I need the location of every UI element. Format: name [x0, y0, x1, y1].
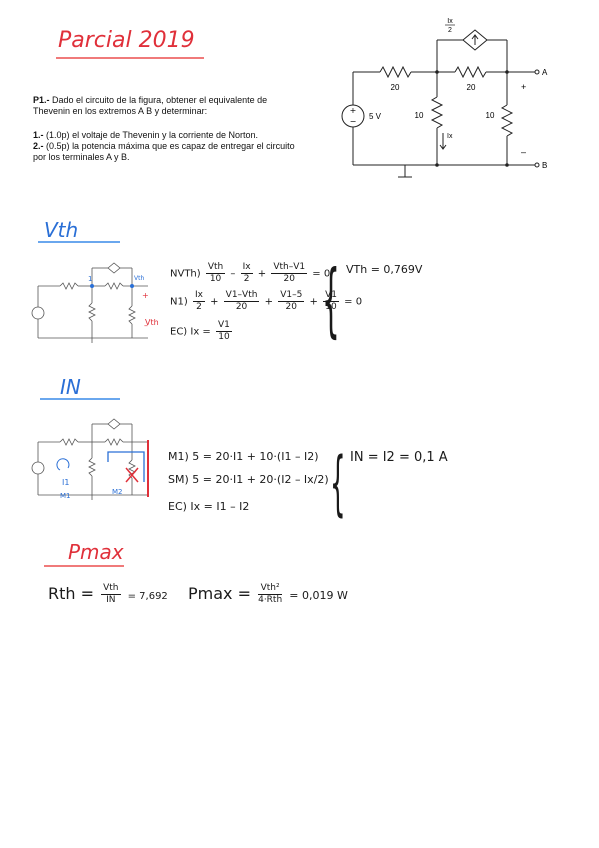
r-left-label: 20 [391, 83, 400, 92]
vth-title: Vth [44, 218, 79, 242]
in-i1-label: I1 [62, 478, 69, 487]
vth-underline [38, 241, 120, 243]
in-title: IN [60, 375, 81, 399]
dep-source-num: Ix [447, 18, 453, 25]
problem-item-2: 2.- (0.5p) la potencia máxima que es cap… [33, 141, 298, 163]
page-title: Parcial 2019 [58, 28, 195, 53]
in-eq-m1: M1) 5 = 20·I1 + 10·(I1 – I2) [168, 450, 319, 463]
pmax-value: = 0,019 W [289, 589, 348, 602]
in-mesh1-label: M1 [60, 492, 71, 500]
item2-label: 2.- [33, 141, 44, 151]
terminal-a: A [542, 68, 548, 77]
item2-text: la potencia máxima que es capaz de entre… [33, 141, 295, 162]
dep-source-den: 2 [448, 27, 452, 34]
svg-text:1: 1 [88, 275, 92, 283]
vth-eq1-label: NVTh) [170, 268, 201, 280]
minus-sign: – [521, 147, 526, 157]
in-brace: { [330, 442, 346, 524]
svg-text:+: + [142, 291, 149, 300]
problem-item-1: 1.- (1.0p) el voltaje de Thevenin y la c… [33, 130, 303, 141]
item1-label: 1.- [33, 130, 44, 140]
rth-label: Rth = [48, 584, 95, 603]
vth-brace: { [322, 253, 340, 346]
svg-text:–: – [144, 321, 148, 330]
vth-result: VTh = 0,769V [346, 263, 423, 276]
source-minus: − [350, 117, 357, 126]
in-circuit-sketch: I1 M1 M2 [31, 418, 149, 500]
rth-num: Vth [101, 583, 121, 595]
in-eq-ec: EC) Ix = I1 – I2 [168, 500, 250, 513]
in-result: IN = I2 = 0,1 A [350, 450, 448, 465]
vth-circuit-sketch: 1 Vth + – [31, 262, 149, 343]
in-underline [40, 398, 120, 400]
rth-den: IN [106, 595, 116, 605]
pmax-title: Pmax [68, 540, 124, 564]
plus-sign: + [521, 82, 526, 92]
terminal-b: B [542, 161, 547, 170]
vth-eq2-label: N1) [170, 296, 188, 308]
rth-value: = 7,692 [127, 591, 168, 602]
problem-text: Dado el circuito de la figura, obtener e… [33, 95, 268, 116]
title-underline [56, 57, 204, 59]
vth-eq3-label: EC) Ix = [170, 326, 211, 338]
item2-points: (0.5p) [46, 141, 70, 151]
pmax-label: Pmax = [188, 584, 251, 603]
r-top-label: 20 [467, 83, 476, 92]
pmax-den: 4·Rth [258, 595, 283, 605]
source-label: 5 V [369, 112, 382, 121]
in-mesh2-label: M2 [112, 488, 123, 496]
item1-text: el voltaje de Thevenin y la corriente de… [72, 130, 259, 140]
pmax-num: Vth² [258, 583, 283, 595]
pmax-underline [44, 565, 124, 567]
r-mid-label: 10 [415, 111, 424, 120]
svg-text:Vth: Vth [134, 275, 144, 282]
item1-points: (1.0p) [46, 130, 70, 140]
problem-label: P1.- [33, 95, 50, 105]
in-eq-sm: SM) 5 = 20·I1 + 20·(I2 – Ix/2) [168, 473, 329, 486]
r-right-label: 10 [486, 111, 495, 120]
vth-side-label: Vth [145, 318, 159, 327]
ix-label: Ix [447, 133, 453, 140]
circuit-diagram: + − 5 V 20 10 20 10 Ix 2 Ix A B + – [341, 18, 548, 178]
problem-statement: P1.- Dado el circuito de la figura, obte… [33, 95, 303, 117]
source-plus: + [350, 106, 357, 115]
